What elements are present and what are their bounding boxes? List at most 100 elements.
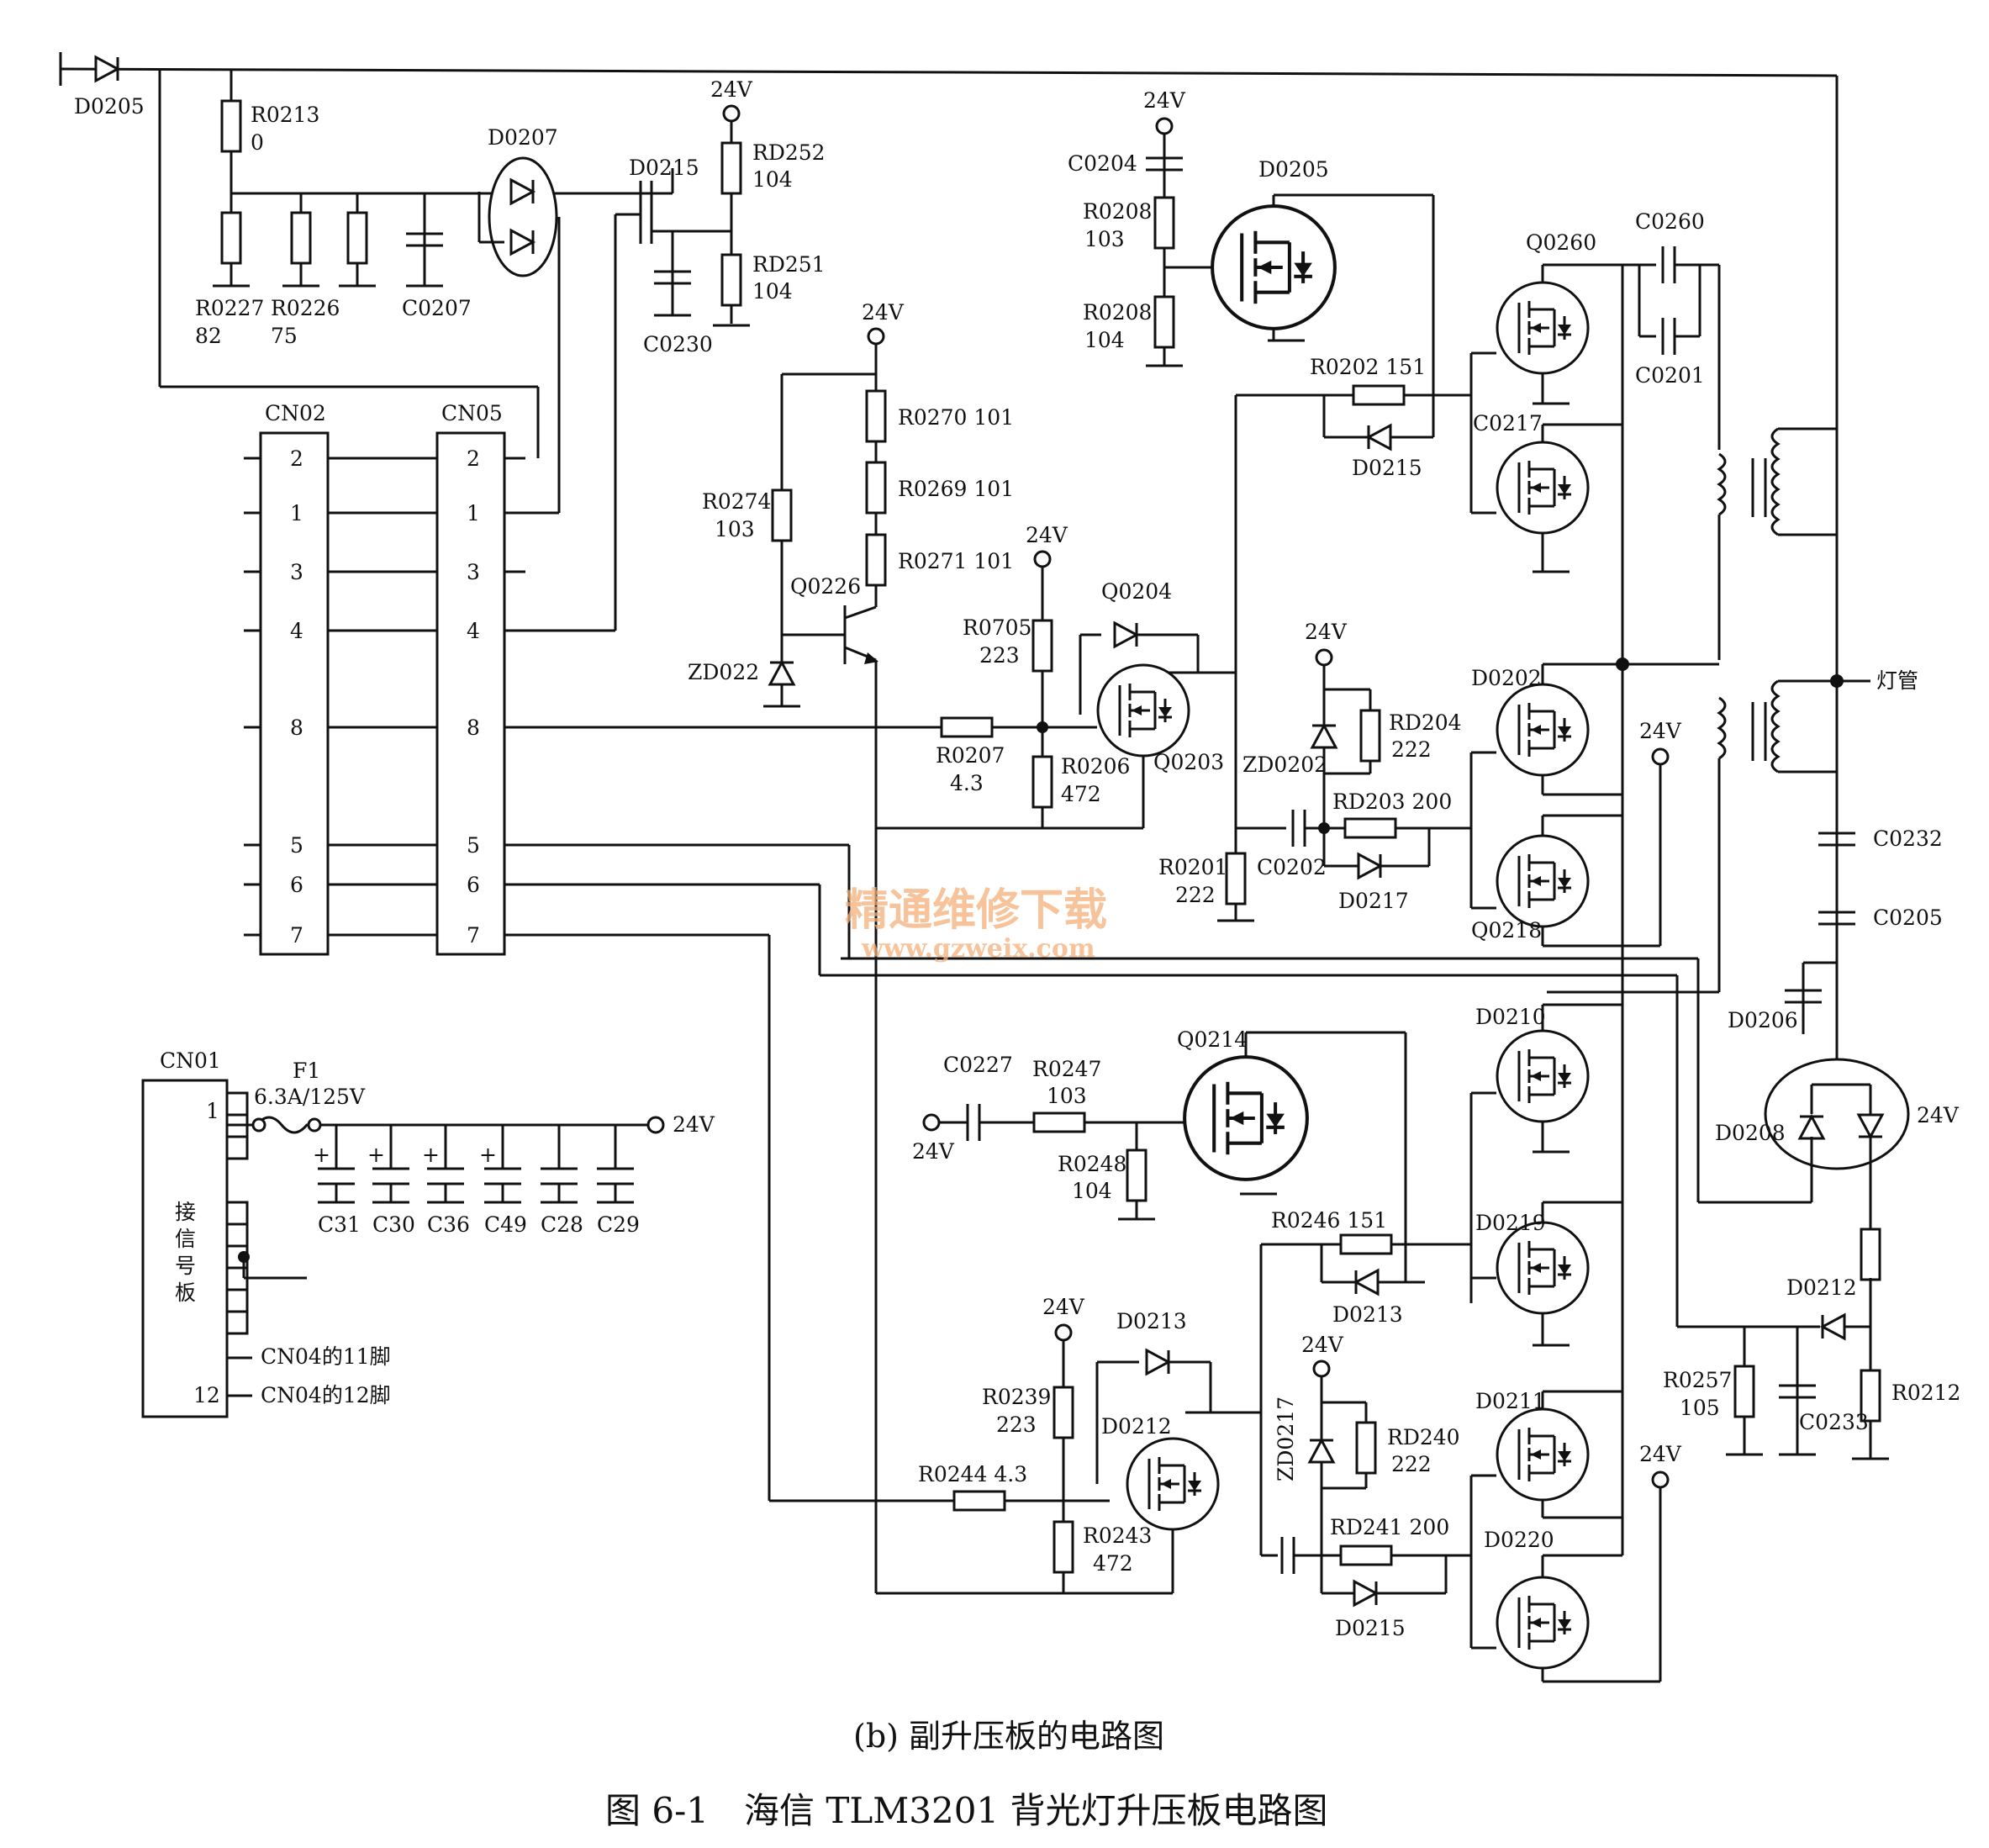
label-24v-r0705: 24V: [1026, 523, 1068, 547]
watermark-url: www.gzweix.com: [861, 934, 1095, 964]
zener-zd022: [768, 661, 795, 686]
terminal-24v-zd0202: [1315, 648, 1333, 667]
label-r0274-value: 103: [715, 517, 755, 541]
label-r0271: R0271 101: [898, 549, 1014, 573]
label-24v-q0218: 24V: [1639, 719, 1682, 743]
resistor-r0208-a: [1153, 196, 1175, 250]
resistor-rd240: [1355, 1421, 1377, 1475]
resistor-r0269: [865, 461, 887, 515]
resistor-r0705: [1031, 619, 1053, 673]
label-r0201-value: 222: [1175, 883, 1216, 907]
resistor-r0227: [220, 211, 242, 265]
cn01-name: CN01: [160, 1048, 221, 1073]
label-r0244: R0244 4.3: [918, 1462, 1027, 1486]
resistor-r0243: [1053, 1520, 1074, 1574]
label-rd203: RD203 200: [1332, 789, 1452, 814]
resistor-r0239: [1053, 1386, 1074, 1439]
cn01-pin-1: 1: [206, 1099, 219, 1123]
resistor-rd204: [1359, 709, 1381, 763]
cn02-pin-3: 3: [290, 560, 303, 584]
diode-pair-d0207: [488, 156, 558, 277]
diode-d0212-b: [1821, 1313, 1846, 1340]
label-d0210: D0210: [1475, 1005, 1546, 1029]
label-c28: C28: [541, 1212, 583, 1237]
fuse-rating: 6.3A/125V: [254, 1085, 366, 1109]
mosfet-q0203: [1096, 663, 1190, 758]
label-r0213: R0213: [251, 103, 319, 127]
diode-d0215-c: [1353, 1580, 1378, 1607]
zener-zd0217: [1308, 1439, 1335, 1464]
figure-title: 图 6-1 海信 TLM3201 背光灯升压板电路图: [605, 1790, 1327, 1831]
label-rd251-value: 104: [752, 279, 793, 304]
mosfet-d0210: [1496, 1029, 1590, 1123]
resistor-rd241: [1339, 1544, 1393, 1566]
label-c0260: C0260: [1635, 209, 1705, 234]
label-rd241: RD241 200: [1330, 1515, 1449, 1539]
cn02-pin-8: 8: [290, 715, 303, 740]
label-q0214: Q0214: [1177, 1027, 1248, 1052]
label-d0215-b: D0215: [1352, 456, 1422, 480]
mosfet-d0202: [1496, 683, 1590, 777]
label-r0257-value: 105: [1680, 1396, 1720, 1420]
label-c0230: C0230: [643, 332, 713, 356]
label-c0232: C0232: [1873, 826, 1943, 851]
label-r0207-value: 4.3: [950, 771, 984, 795]
label-q0203: Q0203: [1153, 750, 1224, 774]
mosfet-d0212-a: [1126, 1437, 1220, 1531]
label-24v-zd0202: 24V: [1305, 620, 1348, 644]
label-24v-d0220: 24V: [1639, 1442, 1682, 1466]
label-lamp: 灯管: [1876, 668, 1918, 693]
input-section: D0205 R0213 0 R0227 82 R0226 75 C0207 D0…: [59, 52, 1838, 632]
fuse-name: F1: [293, 1059, 320, 1083]
label-r0227-value: 82: [195, 324, 222, 348]
label-d0219: D0219: [1475, 1211, 1546, 1235]
label-d0202: D0202: [1471, 666, 1542, 690]
mosfet-d0220: [1496, 1576, 1590, 1670]
terminal-24v-rd252: [722, 104, 741, 123]
watermark-main: 精通维修下载: [845, 884, 1107, 936]
resistor-r0202: [1352, 384, 1406, 406]
resistor-r0206: [1031, 755, 1053, 809]
transformer-bottom-primary: [1717, 696, 1727, 760]
label-c0207: C0207: [402, 296, 472, 320]
caption: (b) 副升压板的电路图: [853, 1718, 1164, 1755]
mosfet-q0260: [1496, 281, 1590, 375]
terminal-24v-c0204: [1155, 117, 1174, 135]
terminal-24v-d0220: [1651, 1470, 1670, 1489]
label-zd0217: ZD0217: [1274, 1397, 1298, 1481]
diode-d0205-in: [94, 55, 119, 82]
label-r0239: R0239: [982, 1385, 1051, 1409]
cn05-pin-2: 2: [467, 446, 480, 471]
label-c0201: C0201: [1635, 363, 1705, 388]
label-rd252: RD252: [752, 140, 826, 165]
label-r0208-a-value: 103: [1084, 227, 1125, 251]
cn01-pin-12: 12: [193, 1383, 220, 1407]
cn01-board-text: 接 信 号 板: [175, 1200, 196, 1305]
cn02-pin-6: 6: [290, 873, 303, 897]
label-d0217: D0217: [1338, 889, 1409, 913]
cn05-pin-5: 5: [467, 833, 480, 858]
label-d0213-a: D0213: [1116, 1309, 1187, 1333]
label-24v-d0208: 24V: [1917, 1103, 1960, 1127]
terminal-24v-zd0217: [1312, 1360, 1331, 1378]
resistor-rd252: [720, 141, 742, 195]
cn02-pin-7: 7: [290, 923, 303, 948]
svg-text:号: 号: [175, 1254, 196, 1278]
cn02-pin-1: 1: [290, 501, 303, 525]
terminal-24v-q0226: [867, 327, 885, 346]
resistor-r0226: [290, 211, 312, 265]
label-d0206: D0206: [1728, 1008, 1798, 1032]
label-q0218: Q0218: [1471, 918, 1542, 942]
resistor-r0208-b: [1153, 295, 1175, 349]
label-r0227: R0227: [195, 296, 264, 320]
capacitor-c0227: [966, 1102, 981, 1143]
label-r0206-value: 472: [1061, 782, 1101, 806]
label-r0247: R0247: [1032, 1057, 1101, 1081]
label-r0226-value: 75: [271, 324, 298, 348]
label-r0248: R0248: [1058, 1152, 1126, 1176]
label-r0208-b: R0208: [1083, 300, 1152, 325]
fuse-f1: [255, 1116, 317, 1134]
